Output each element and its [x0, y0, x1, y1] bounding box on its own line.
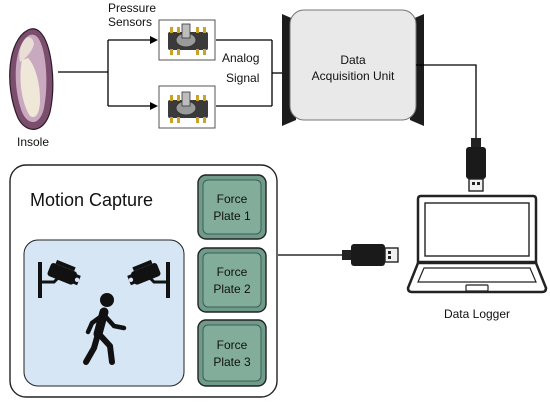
pressure-sensors-label-1: Pressure [108, 1, 156, 15]
force-plate-1-label-2: Plate 1 [213, 209, 251, 223]
force-plate-2: Force Plate 2 [197, 247, 267, 313]
data-acquisition-unit: Data Acquisition Unit [282, 9, 424, 126]
usb-plug-icon-horizontal [342, 244, 399, 266]
sensor-to-daq-connector [216, 39, 282, 107]
insole-icon [9, 28, 54, 130]
force-plate-1: Force Plate 1 [197, 174, 267, 240]
force-plate-2-label-2: Plate 2 [213, 282, 251, 296]
pressure-sensor-icon-1 [158, 19, 216, 61]
security-camera-icon-right [127, 259, 170, 298]
laptop-icon [406, 194, 548, 294]
pressure-sensors-label-2: Sensors [108, 15, 152, 29]
pressure-sensor-icon-2 [158, 85, 216, 129]
insole-label: Insole [17, 135, 49, 149]
analog-signal-label-2: Signal [226, 71, 259, 85]
security-camera-icon-left [38, 259, 81, 298]
daq-label-1: Data [340, 53, 366, 67]
data-logger-label: Data Logger [444, 307, 510, 321]
insole-to-sensor-connector [58, 36, 158, 110]
force-plate-3: Force Plate 3 [197, 319, 267, 387]
analog-signal-label-1: Analog [222, 51, 259, 65]
walking-person-icon [83, 293, 127, 365]
daq-label-2: Acquisition Unit [312, 69, 395, 83]
usb-plug-icon-vertical [466, 138, 486, 192]
force-plate-3-label-2: Plate 3 [213, 355, 251, 369]
motion-capture-title: Motion Capture [30, 190, 153, 210]
daq-to-logger-cable [416, 64, 477, 140]
force-plate-2-label-1: Force [217, 265, 248, 279]
force-plate-1-label-1: Force [217, 192, 248, 206]
force-plate-3-label-1: Force [217, 338, 248, 352]
